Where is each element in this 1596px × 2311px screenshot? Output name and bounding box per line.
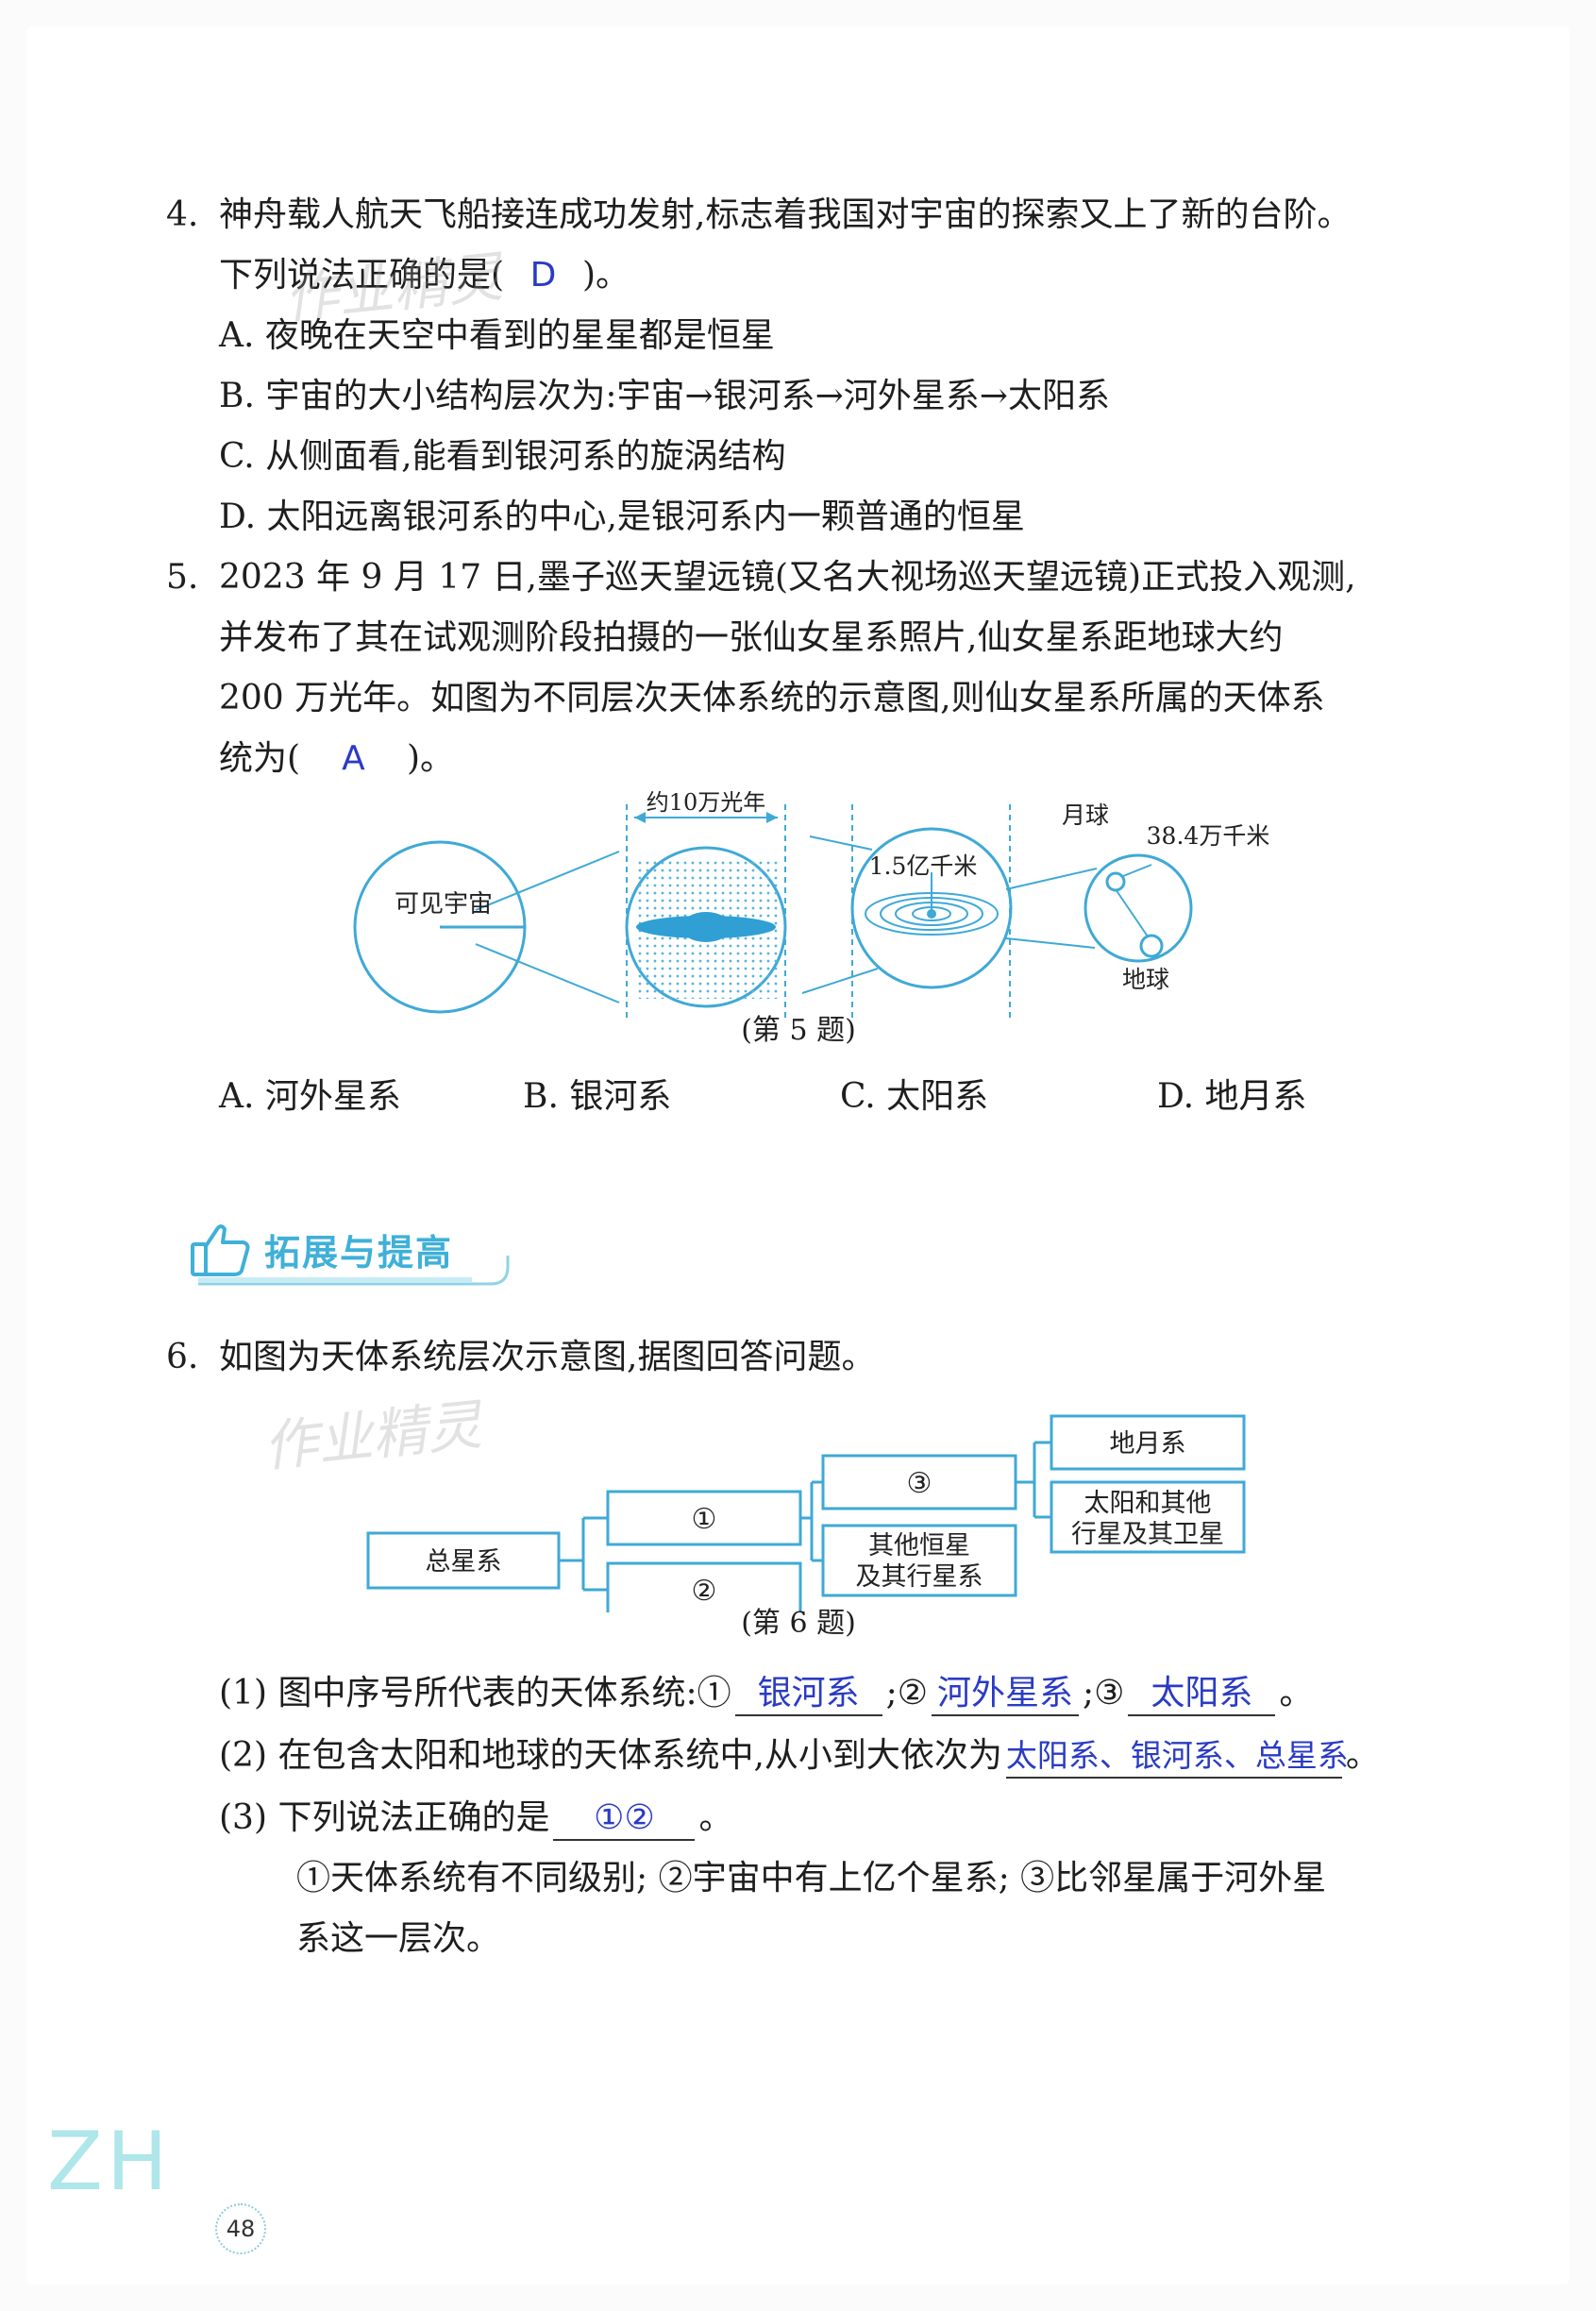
section-banner: 拓展与提高: [179, 1218, 510, 1288]
q6-sub2-answer: 太阳系、银河系、总星系: [1005, 1735, 1349, 1779]
q6-sub1-answer-2: 河外星系: [931, 1673, 1079, 1716]
q6-caption: (第 6 题): [741, 1607, 856, 1640]
q4-number: 4.: [166, 195, 199, 234]
box-3: [821, 1454, 1017, 1510]
q6-sub3-statements-line1: ①天体系统有不同级别; ②宇宙中有上亿个星系; ③比邻星属于河外星: [296, 1859, 1327, 1898]
label-moon: 月球: [1062, 801, 1109, 829]
box-label-other-2: 及其行星系: [856, 1562, 983, 1592]
label-visible-universe: 可见宇宙: [395, 890, 493, 919]
page-number: 48: [215, 2203, 266, 2254]
box-label-3: ③: [907, 1467, 932, 1500]
q6-stem: 如图为天体系统层次示意图,据图回答问题。: [219, 1338, 876, 1376]
box-label-2: ②: [692, 1575, 717, 1608]
q4-option-b: B. 宇宙的大小结构层次为:宇宙→银河系→河外星系→太阳系: [219, 377, 1110, 415]
box-2: [606, 1561, 802, 1612]
q5-option-a: A. 河外星系: [219, 1077, 401, 1116]
q6-sub1-answer-3: 太阳系: [1128, 1673, 1276, 1716]
q6-sub1-mid1: ;②: [885, 1674, 928, 1712]
q6-sub1-pre: (1) 图中序号所代表的天体系统:①: [219, 1674, 731, 1712]
q5-option-b: B. 银河系: [523, 1077, 672, 1116]
q4-stem-line1: 神舟载人航天飞船接连成功发射,标志着我国对宇宙的探索又上了新的台阶。: [219, 195, 1352, 234]
q6-sub1-mid2: ;③: [1082, 1674, 1125, 1712]
q4-option-d: D. 太阳远离银河系的中心,是银河系内一颗普通的恒星: [219, 498, 1025, 536]
q4-option-c: C. 从侧面看,能看到银河系的旋涡结构: [219, 437, 786, 476]
q6-sub3-statements-line2: 系这一层次。: [296, 1919, 501, 1958]
q5-stem-line1: 2023 年 9 月 17 日,墨子巡天望远镜(又名大视场巡天望远镜)正式投入观…: [219, 558, 1356, 597]
footer-logo: ZH: [47, 2115, 172, 2209]
q4-stem-post: )。: [581, 256, 630, 295]
q5-number: 5.: [166, 558, 199, 597]
thumbs-up-icon: [191, 1224, 250, 1276]
q6-sub2: (2) 在包含太阳和地球的天体系统中,从小到大依次为太阳系、银河系、总星系。: [219, 1733, 1380, 1779]
box-label-1: ①: [692, 1503, 717, 1536]
q6-sub2-post: 。: [1345, 1736, 1380, 1775]
q6-sub1-answer-1: 银河系: [734, 1673, 882, 1716]
q5-stem-pre: 统为(: [219, 739, 301, 778]
q4-stem-line2: 下列说法正确的是( D )。: [219, 253, 630, 298]
section-title: 拓展与提高: [264, 1232, 454, 1274]
q5-option-d: D. 地月系: [1157, 1077, 1307, 1116]
q4-stem-pre: 下列说法正确的是(: [219, 256, 505, 295]
label-moon-distance: 38.4万千米: [1147, 822, 1270, 850]
q5-stem-line4: 统为( A )。: [219, 736, 454, 782]
q4-answer: D: [529, 256, 557, 295]
box-label-total: 总星系: [426, 1547, 502, 1577]
box-other-stars: [821, 1524, 1017, 1597]
q5-option-c: C. 太阳系: [840, 1077, 989, 1116]
q5-caption: (第 5 题): [741, 1014, 856, 1047]
q5-stem-line3: 200 万光年。如图为不同层次天体系统的示意图,则仙女星系所属的天体系: [219, 679, 1325, 717]
box-label-other-1: 其他恒星: [868, 1531, 970, 1560]
box-sun-planets: [1050, 1480, 1246, 1554]
q6-sub3-pre: (3) 下列说法正确的是: [219, 1798, 550, 1837]
earth-moon-circle: [1084, 853, 1193, 963]
worksheet-sheet: [26, 26, 1570, 2285]
label-earth: 地球: [1122, 966, 1169, 993]
milky-way-circle: [625, 846, 787, 1008]
box-label-sun-2: 行星及其卫星: [1071, 1520, 1224, 1549]
box-label-earth-moon: 地月系: [1110, 1429, 1186, 1459]
box-label-sun-1: 太阳和其他: [1084, 1489, 1212, 1518]
q5-figure: 可见宇宙 约10万光年 1.5亿千米 月球 38.4万千米 地球: [353, 791, 1270, 1018]
q6-sub1-post: 。: [1279, 1674, 1314, 1712]
q6-sub3-post: 。: [698, 1798, 733, 1837]
label-sun-distance: 1.5亿千米: [869, 852, 978, 880]
q6-sub3-answer: ①②: [553, 1797, 696, 1841]
q5-answer: A: [342, 739, 365, 778]
label-milky-way-width: 约10万光年: [647, 791, 766, 816]
q6-number: 6.: [166, 1338, 199, 1376]
q5-stem-post: )。: [406, 739, 454, 778]
q4-option-a: A. 夜晚在天空中看到的星星都是恒星: [219, 316, 775, 355]
q6-diagram: 总星系 ① ② ③ 其他恒星 及其行星系 地月系 太阳和其他 行星及其卫星: [366, 1414, 1246, 1612]
q5-stem-line2: 并发布了其在试观测阶段拍摄的一张仙女星系照片,仙女星系距地球大约: [219, 618, 1284, 657]
box-earth-moon: [1050, 1414, 1246, 1471]
q6-sub2-pre: (2) 在包含太阳和地球的天体系统中,从小到大依次为: [219, 1736, 1002, 1775]
